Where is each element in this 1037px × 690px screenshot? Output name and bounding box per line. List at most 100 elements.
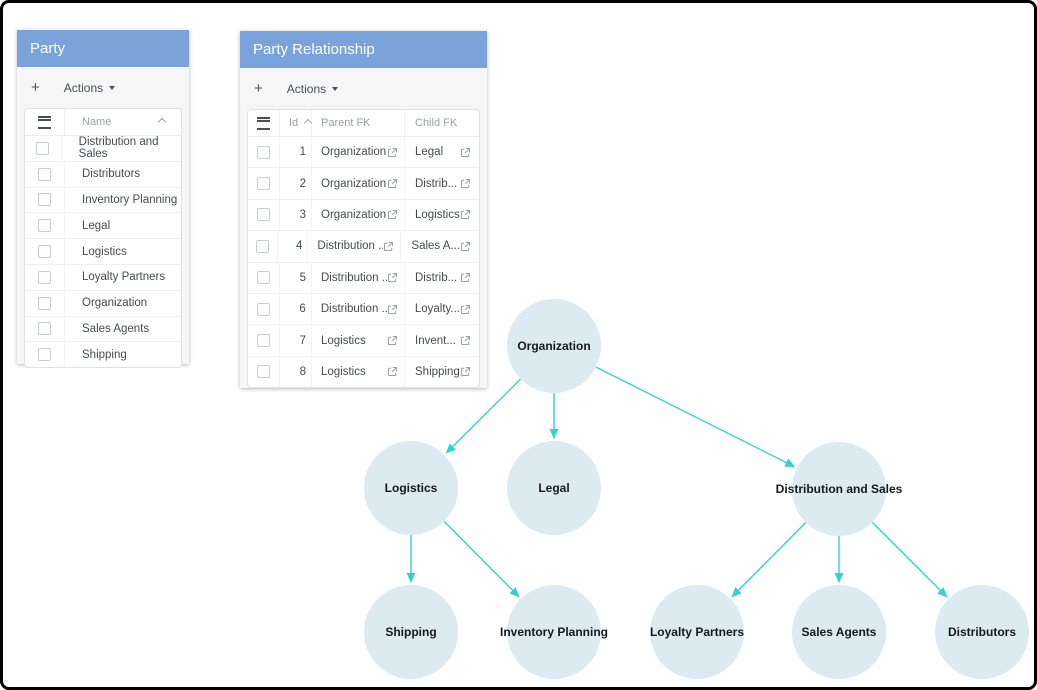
external-link-icon[interactable] bbox=[460, 272, 471, 283]
external-link-icon[interactable] bbox=[387, 272, 398, 283]
external-link-icon[interactable] bbox=[460, 304, 471, 315]
id-cell: 8 bbox=[280, 356, 312, 388]
party-table-row[interactable]: Distributors bbox=[25, 161, 181, 188]
column-header-parent-fk[interactable]: Parent FK bbox=[312, 110, 405, 136]
party-table-row[interactable]: Distribution and Sales bbox=[25, 136, 181, 162]
id-cell: 2 bbox=[280, 168, 312, 199]
add-button[interactable]: + bbox=[254, 80, 263, 97]
relationship-arrow-organization-to-logistics bbox=[445, 378, 522, 454]
column-header-child-fk[interactable]: Child FK bbox=[415, 117, 458, 129]
external-link-icon[interactable] bbox=[387, 178, 398, 189]
actions-label: Actions bbox=[63, 80, 104, 95]
add-button[interactable]: + bbox=[31, 79, 40, 96]
node-label-inventory-planning: Inventory Planning bbox=[500, 625, 608, 639]
external-link-icon[interactable] bbox=[460, 178, 471, 189]
hamburger-icon[interactable] bbox=[38, 115, 51, 129]
node-distributors[interactable] bbox=[935, 585, 1029, 679]
node-label-distributors: Distributors bbox=[948, 625, 1016, 639]
node-logistics[interactable] bbox=[364, 441, 458, 535]
column-header-id[interactable]: Id bbox=[280, 110, 313, 136]
relationship-arrow-distribution-and-sales-to-loyalty-partners bbox=[731, 521, 807, 598]
node-legal[interactable] bbox=[507, 441, 601, 535]
external-link-icon[interactable] bbox=[460, 366, 471, 377]
actions-dropdown[interactable]: Actions bbox=[63, 80, 116, 95]
external-link-icon[interactable] bbox=[460, 335, 471, 346]
party-table-row[interactable]: Loyalty Partners bbox=[25, 264, 181, 291]
row-checkbox[interactable] bbox=[38, 322, 51, 336]
node-label-loyalty-partners: Loyalty Partners bbox=[650, 625, 744, 639]
parent-fk-label: Distribution ... bbox=[320, 303, 387, 316]
row-checkbox[interactable] bbox=[38, 348, 51, 362]
external-link-icon[interactable] bbox=[387, 366, 398, 377]
node-distribution-and-sales[interactable] bbox=[792, 442, 886, 536]
hamburger-icon[interactable] bbox=[257, 116, 270, 130]
party-name-cell: Inventory Planning bbox=[82, 193, 178, 206]
party-name-cell: Legal bbox=[82, 219, 111, 232]
node-loyalty-partners[interactable] bbox=[650, 585, 744, 679]
external-link-icon[interactable] bbox=[387, 335, 398, 346]
row-checkbox[interactable] bbox=[38, 245, 51, 259]
external-link-icon[interactable] bbox=[383, 241, 394, 252]
external-link-icon[interactable] bbox=[460, 241, 471, 252]
node-label-organization: Organization bbox=[517, 339, 590, 353]
party-name-cell: Loyalty Partners bbox=[82, 271, 166, 284]
row-checkbox[interactable] bbox=[38, 270, 51, 284]
external-link-icon[interactable] bbox=[460, 209, 471, 220]
party-table-row[interactable]: Legal bbox=[25, 213, 181, 240]
actions-dropdown[interactable]: Actions bbox=[286, 81, 339, 96]
parent-fk-cell: Organization bbox=[312, 137, 405, 168]
external-link-icon[interactable] bbox=[387, 147, 398, 158]
party-table-row[interactable]: Organization bbox=[25, 290, 181, 317]
node-shipping[interactable] bbox=[364, 585, 458, 679]
row-checkbox[interactable] bbox=[38, 167, 51, 181]
row-checkbox[interactable] bbox=[38, 296, 51, 310]
party-panel-title: Party bbox=[17, 30, 189, 67]
relationship-table-header: Id Parent FK Child FK bbox=[248, 110, 479, 137]
external-link-icon[interactable] bbox=[387, 209, 398, 220]
row-checkbox[interactable] bbox=[38, 219, 51, 233]
external-link-icon[interactable] bbox=[460, 147, 471, 158]
row-checkbox[interactable] bbox=[257, 145, 270, 159]
node-label-sales-agents: Sales Agents bbox=[802, 625, 877, 639]
row-checkbox[interactable] bbox=[256, 302, 270, 316]
row-checkbox[interactable] bbox=[257, 177, 270, 191]
column-header-name[interactable]: Name bbox=[82, 116, 112, 128]
id-cell: 3 bbox=[280, 199, 312, 231]
row-checkbox[interactable] bbox=[257, 365, 270, 379]
party-table-row[interactable]: Inventory Planning bbox=[25, 187, 181, 214]
child-fk-cell: Distrib... bbox=[405, 272, 479, 284]
row-checkbox[interactable] bbox=[256, 239, 270, 253]
party-relationship-panel: Party Relationship + Actions Id Parent F… bbox=[240, 31, 487, 389]
row-checkbox[interactable] bbox=[257, 271, 270, 285]
row-checkbox[interactable] bbox=[38, 193, 51, 207]
parent-fk-label: Organization bbox=[321, 208, 387, 221]
parent-fk-label: Distribution ... bbox=[321, 271, 387, 284]
party-table-row[interactable]: Sales Agents bbox=[25, 316, 181, 343]
party-table-row[interactable]: Logistics bbox=[25, 239, 181, 265]
actions-label: Actions bbox=[286, 81, 327, 96]
parent-fk-cell: Logistics bbox=[312, 356, 405, 388]
row-checkbox[interactable] bbox=[257, 208, 270, 222]
parent-fk-label: Logistics bbox=[321, 365, 366, 378]
node-inventory-planning[interactable] bbox=[507, 585, 601, 679]
child-fk-label: Invent... bbox=[415, 334, 456, 347]
child-fk-label: Distrib... bbox=[415, 271, 458, 284]
external-link-icon[interactable] bbox=[387, 304, 398, 315]
relationship-arrow-organization-to-distribution-and-sales bbox=[595, 366, 796, 468]
node-sales-agents[interactable] bbox=[792, 585, 886, 679]
party-table-row[interactable]: Shipping bbox=[25, 342, 181, 368]
sort-asc-icon[interactable] bbox=[157, 117, 167, 127]
row-checkbox[interactable] bbox=[36, 141, 50, 155]
row-checkbox[interactable] bbox=[257, 334, 270, 348]
node-organization[interactable] bbox=[507, 299, 601, 393]
